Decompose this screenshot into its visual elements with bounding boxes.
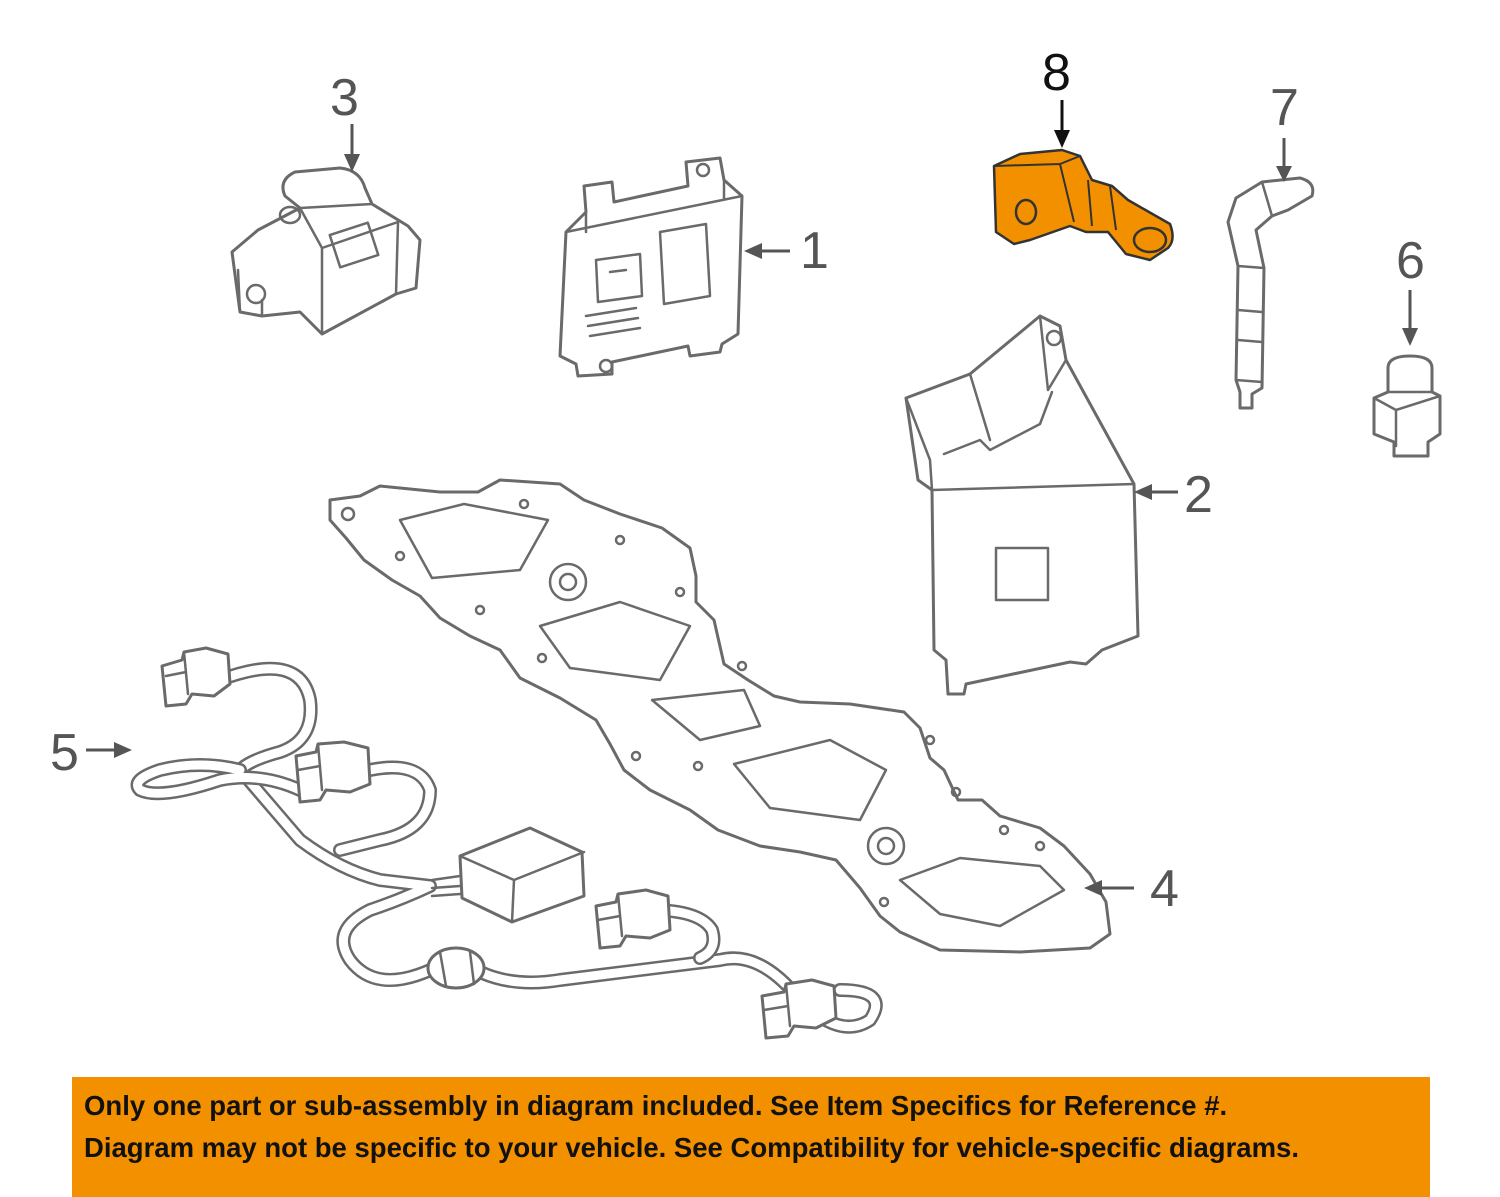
disclaimer-line-2: Diagram may not be specific to your vehi… [84,1132,1299,1163]
callout-7: 7 [1270,79,1299,137]
parts-diagram: 3 1 8 7 6 [50,44,1442,1040]
arrow-1 [744,243,790,259]
arrow-5 [86,742,132,758]
arrow-8 [1054,100,1070,148]
callout-3: 3 [330,69,359,127]
callout-4: 4 [1150,860,1179,918]
arrow-7 [1276,138,1292,182]
part-6-sensor [1372,354,1442,458]
part-1-control-module [558,156,744,378]
arrow-3 [344,124,360,172]
disclaimer-line-1: Only one part or sub-assembly in diagram… [84,1090,1228,1121]
disclaimer-banner: Only one part or sub-assembly in diagram… [72,1077,1430,1197]
part-7-sensor [1226,176,1315,410]
part-8-sensor-highlighted [992,148,1174,262]
callout-5: 5 [50,724,79,782]
part-2-bracket [904,314,1140,696]
callout-6: 6 [1396,232,1425,290]
callout-8: 8 [1042,44,1071,102]
arrow-4 [1084,880,1134,896]
part-4-mounting-plate [328,478,1112,954]
callout-2: 2 [1184,466,1213,524]
arrow-2 [1134,484,1178,500]
part-3-ignition-coil [230,166,422,336]
callout-1: 1 [800,222,829,280]
arrow-6 [1402,290,1418,346]
part-5-wiring-harness [130,646,883,1040]
